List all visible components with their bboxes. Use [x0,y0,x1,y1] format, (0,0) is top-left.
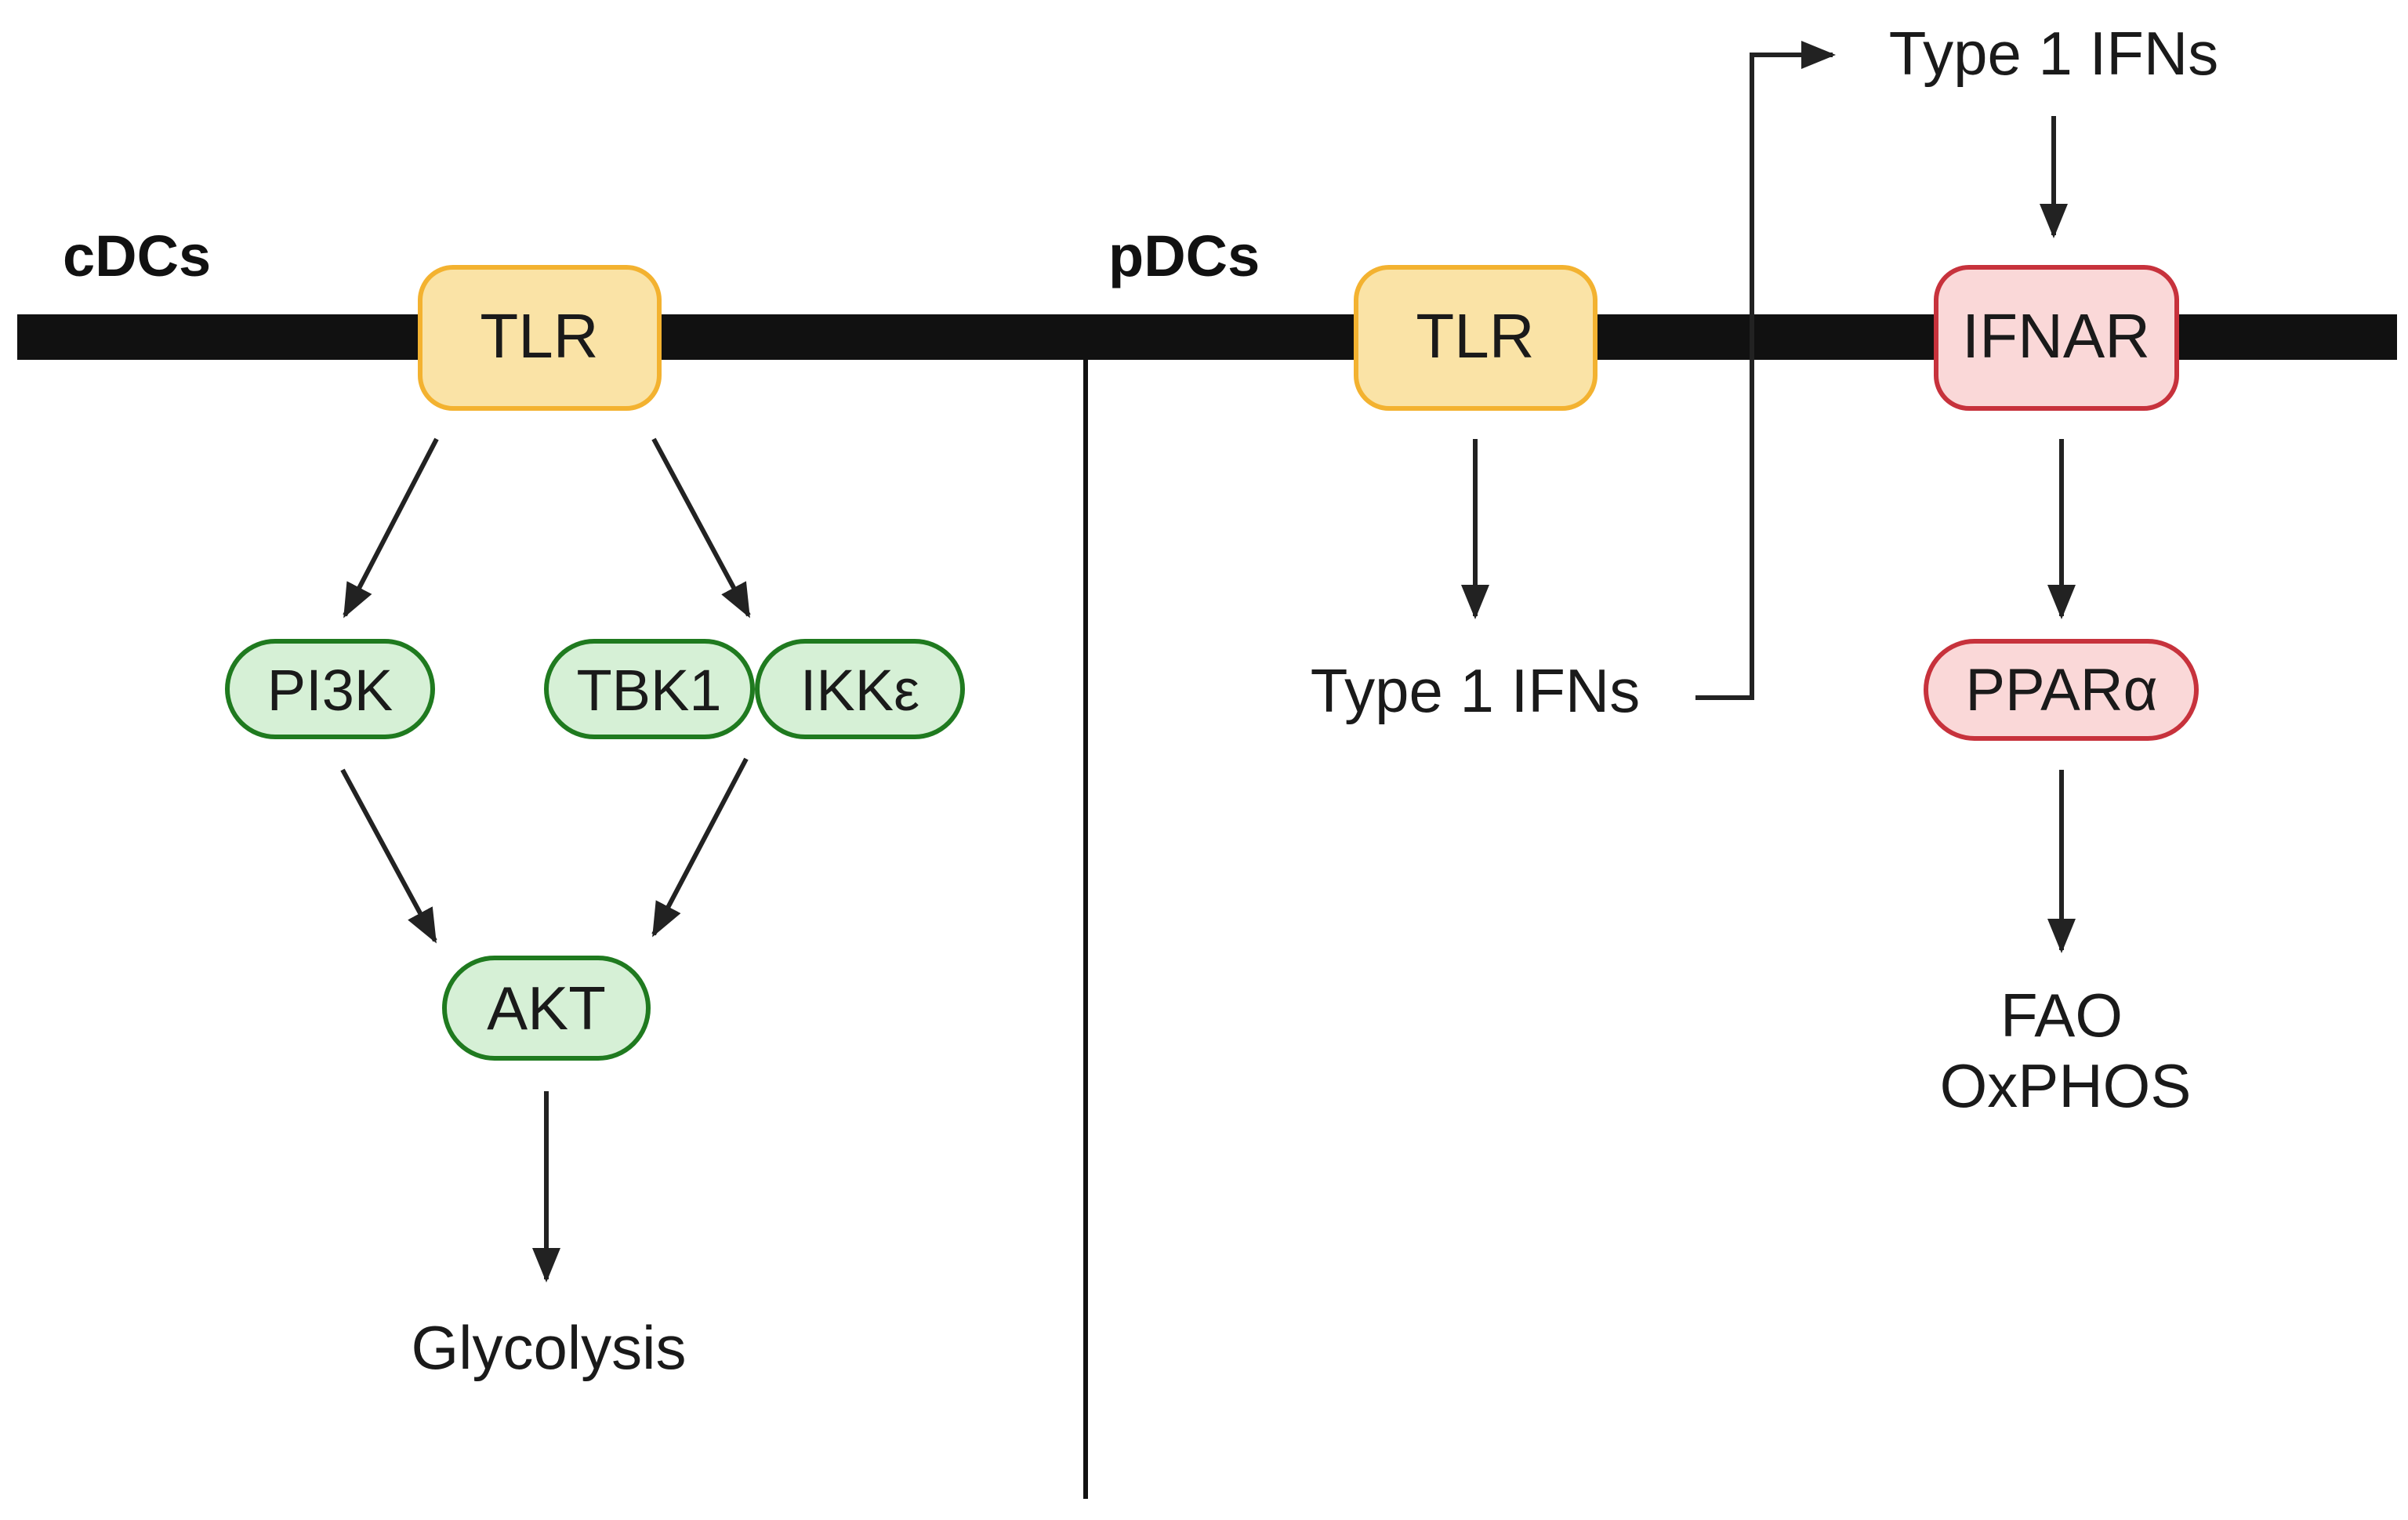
ikke-label: IKKε [800,658,919,723]
pdcs-label: pDCs [1108,223,1260,288]
ikke-node [755,639,965,739]
pi3k-label: PI3K [267,658,393,723]
ifnar-receptor [1934,265,2179,411]
arrow-tlr-to-pi3k [343,437,439,619]
tlr-receptor-pdc [1354,265,1597,411]
fao-label: FAO [2000,981,2123,1050]
type1-ifns-lower-label: Type 1 IFNs [1311,656,1640,725]
arrow-pi3k-to-akt [340,768,437,944]
tbk1-label: TBK1 [576,658,721,723]
ppara-label: PPARα [1965,657,2157,724]
arrow-tlr-to-tbk1 [651,437,751,619]
glycolysis-label: Glycolysis [411,1313,686,1382]
tbk1-node [544,639,755,739]
oxphos-label: OxPHOS [1940,1051,2192,1120]
ifnar-label: IFNAR [1962,301,2150,371]
ppara-node [1924,639,2199,741]
tlr-cdc-label: TLR [480,301,598,371]
pi3k-node [225,639,435,739]
akt-node [442,956,651,1061]
arrow-tbk1-to-akt [651,757,749,938]
cdcs-label: cDCs [63,223,211,288]
tlr-pdc-label: TLR [1416,301,1534,371]
tlr-receptor-cdc [418,265,662,411]
akt-label: AKT [487,974,606,1043]
type1-ifns-upper-label: Type 1 IFNs [1889,19,2218,88]
arrow-ifns-secretion-loop [1695,41,1836,700]
